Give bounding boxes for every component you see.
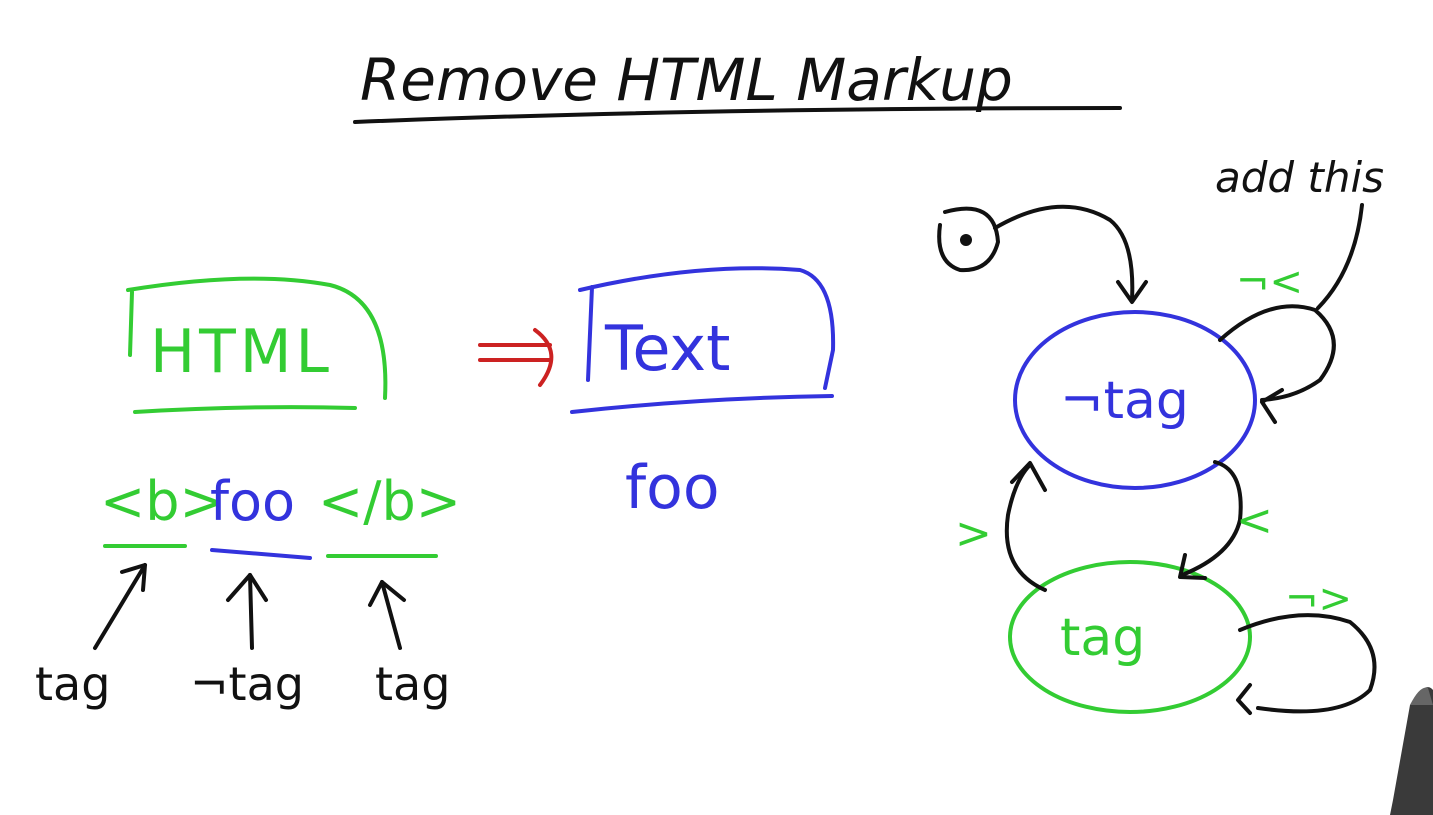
example-markup: <b> foo </b>	[100, 470, 461, 560]
output-text: foo	[625, 453, 720, 523]
pen-tip	[1390, 687, 1433, 815]
label-arrows	[93, 563, 406, 650]
transition-not-tag-loop-label: ¬<	[1236, 259, 1303, 305]
transition-tag-to-not-tag	[1004, 463, 1047, 592]
transition-not-tag-loop	[1218, 304, 1336, 402]
start-arrow	[993, 204, 1135, 302]
text-box-label: Text	[604, 312, 730, 385]
html-box: HTML	[126, 276, 388, 414]
label-not-tag: ¬tag	[190, 657, 304, 711]
text-box: Text	[570, 266, 836, 414]
state-not-tag-label: ¬tag	[1060, 371, 1189, 431]
html-box-label: HTML	[150, 317, 333, 387]
state-tag-label: tag	[1060, 608, 1145, 668]
transition-tag-loop	[1238, 613, 1377, 714]
transition-not-tag-to-tag	[1180, 460, 1243, 577]
label-tag-1: tag	[35, 657, 110, 711]
example-open-tag: <b>	[100, 470, 225, 533]
example-content: foo	[210, 470, 295, 533]
label-tag-2: tag	[375, 657, 450, 711]
annotation-add-this: add this	[1215, 153, 1384, 202]
transition-tag-loop-label: ¬>	[1285, 576, 1352, 622]
start-state-circle	[937, 206, 1000, 273]
state-machine: ¬tag tag ¬< add this < > ¬>	[937, 153, 1384, 715]
transition-not-tag-to-tag-label: <	[1236, 495, 1273, 546]
state-tag	[1008, 560, 1252, 714]
content-underline	[210, 548, 312, 560]
title-underline	[353, 106, 1122, 124]
example-close-tag: </b>	[318, 470, 461, 533]
transition-tag-to-not-tag-label: >	[955, 508, 992, 559]
annotation-pointer	[1316, 203, 1364, 310]
title: Remove HTML Markup	[360, 46, 1013, 114]
state-not-tag	[1013, 310, 1257, 490]
start-state-dot	[960, 234, 972, 246]
transform-arrow	[478, 328, 554, 387]
